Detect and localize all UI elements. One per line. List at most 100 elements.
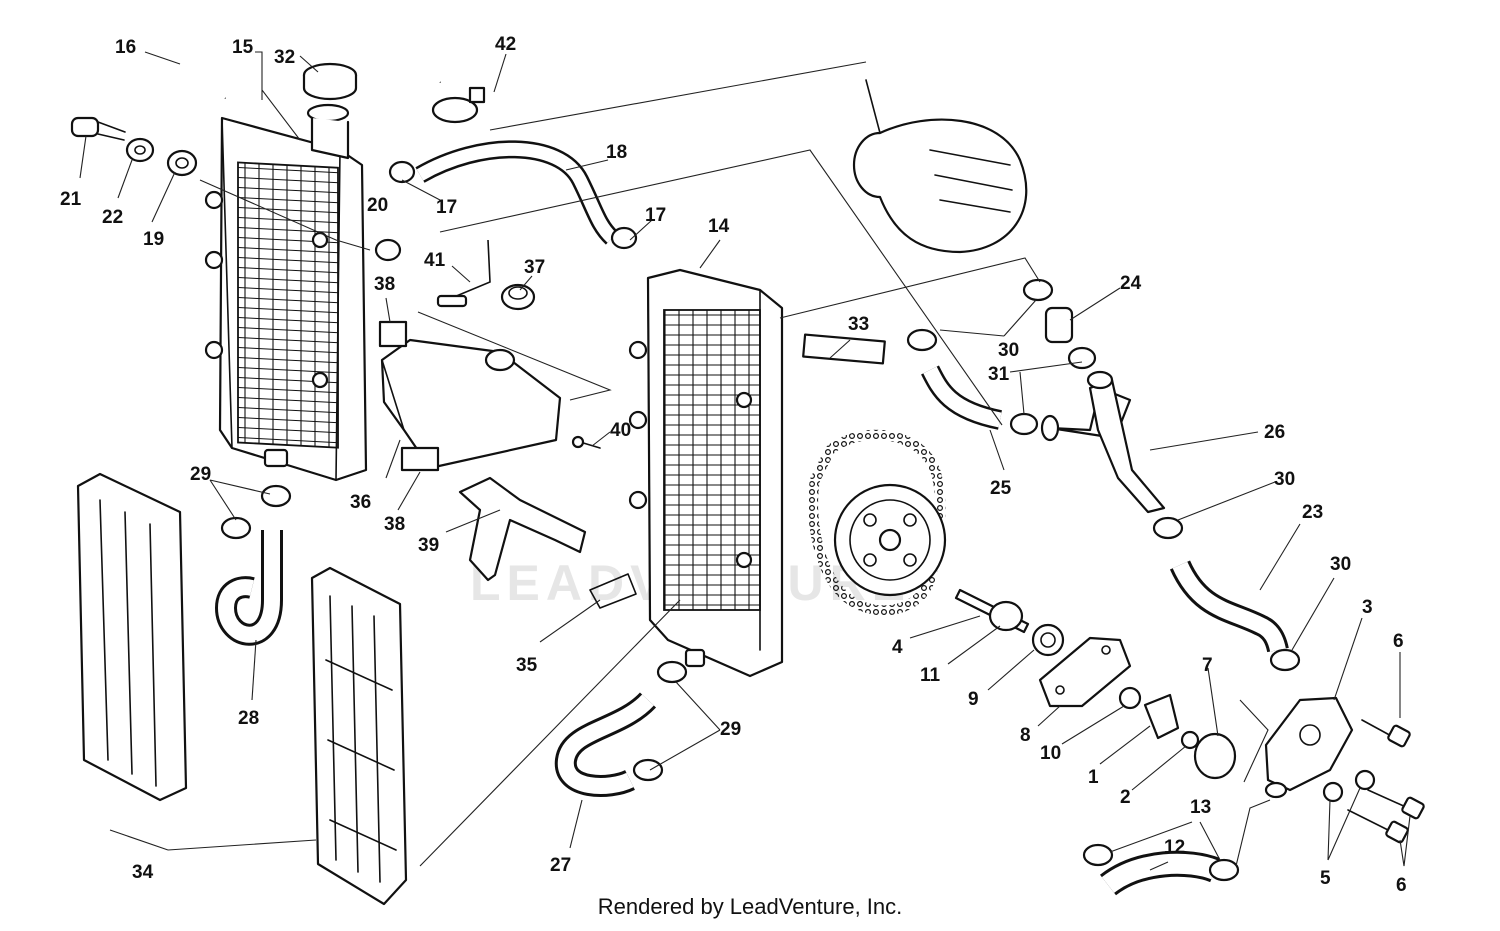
callout-34: 34 [132,862,154,883]
shaft-seal [988,600,1024,632]
assembly-reference-lines [417,61,1271,867]
callout-40: 40 [610,420,631,441]
callout-39: 39 [418,535,439,556]
pump-bearing [1031,623,1065,657]
hose-clamp-13-left [1082,843,1114,867]
hose-clamp-30-top-right [1022,278,1054,302]
pump-cover-plate [1038,636,1132,708]
hose-clamp-ring [431,96,479,124]
callout-33: 33 [848,314,869,335]
callout-20: 20 [367,195,388,216]
foam-pad-lower [400,446,440,472]
callout-labels: 1 2 3 4 5 6 6 7 8 9 10 11 12 13 14 15 16… [60,34,1407,896]
right-radiator [628,268,784,678]
callout-36: 36 [350,492,371,513]
foam-pad-upper [378,320,408,348]
callout-10: 10 [1040,743,1061,764]
hose-clamp-29-right-a [656,660,688,684]
callout-12: 12 [1164,837,1185,858]
expansion-tank [380,338,562,470]
callout-7: 7 [1202,655,1213,676]
pump-impeller [1143,693,1180,740]
pump-sprocket [833,483,947,597]
callout-31: 31 [988,364,1010,385]
callout-38a: 38 [374,274,395,295]
callout-6a: 6 [1393,631,1404,652]
tank-bracket [458,476,587,582]
drive-chain [808,429,946,616]
callout-29a: 29 [190,464,211,485]
intake-boot [852,79,1028,254]
callout-13: 13 [1190,797,1211,818]
hose-clamp-30-low [1269,648,1301,672]
hose-clamp-30-top-left [906,328,938,352]
rendered-by-footer: Rendered by LeadVenture, Inc. [597,894,903,919]
callout-30a: 30 [998,340,1019,361]
callout-23: 23 [1302,502,1323,523]
impeller-nut [1180,730,1200,750]
rubber-grommet [125,137,155,163]
callout-17a: 17 [436,197,457,218]
callout-4: 4 [892,637,903,658]
radiator-shroud-right [310,566,408,906]
housing-bolt-upper [1361,719,1411,748]
hose-clamp-upper-right [610,226,638,250]
callout-28: 28 [238,708,259,729]
radiator-shroud-left [76,472,188,802]
callout-41: 41 [424,250,446,271]
callout-18: 18 [606,142,627,163]
pump-o-ring [1193,732,1237,780]
callout-35: 35 [516,655,538,676]
callout-17b: 17 [645,205,666,226]
breather-fitting [436,294,468,308]
foam-strip [802,333,886,365]
hose-clamp-31-right [1067,346,1097,370]
overflow-hose-inner [186,17,444,102]
callout-1: 1 [1088,767,1099,788]
callout-30c: 30 [1330,554,1351,575]
callout-21: 21 [60,189,82,210]
callout-5: 5 [1320,868,1331,889]
hose-clamp-29-right-b [632,758,664,782]
callout-2: 2 [1120,787,1131,808]
callout-32: 32 [274,47,295,68]
callout-6b: 6 [1396,875,1407,896]
callout-42: 42 [495,34,516,55]
plug-grommet [374,238,402,262]
hose-clamp-31-left [1009,412,1039,436]
mounting-bolt [70,116,126,141]
hose-clamp-29-left-b [220,516,252,540]
pump-housing [1264,696,1354,799]
left-radiator [204,116,368,482]
callout-8: 8 [1020,725,1031,746]
expansion-tank-cap [500,283,536,311]
spacer-collar [166,149,198,177]
callout-37: 37 [524,257,545,278]
hose-clamp-30-mid [1152,516,1184,540]
callout-24: 24 [1120,273,1142,294]
mechanical-seal [1118,686,1142,710]
callout-29b: 29 [720,719,741,740]
callout-22: 22 [102,207,123,228]
callout-19: 19 [143,229,164,250]
clamp-tab [468,86,486,104]
washer-lower [1322,781,1344,803]
callout-26: 26 [1264,422,1285,443]
callout-9: 9 [968,689,979,710]
radiator-cap [302,62,358,160]
y-junction-pipe [1040,370,1166,514]
callout-3: 3 [1362,597,1373,618]
hose-clamp-upper-left [388,160,416,184]
hose-short-24 [1044,306,1074,344]
callout-38b: 38 [384,514,405,535]
callout-11: 11 [920,665,941,686]
callout-16: 16 [115,37,136,58]
washer-upper [1354,769,1376,791]
leader-lines [79,51,1411,871]
callout-25: 25 [990,478,1012,499]
callout-30b: 30 [1274,469,1295,490]
callout-27: 27 [550,855,571,876]
hose-clamp-13-right [1208,858,1240,882]
callout-15: 15 [232,37,254,58]
